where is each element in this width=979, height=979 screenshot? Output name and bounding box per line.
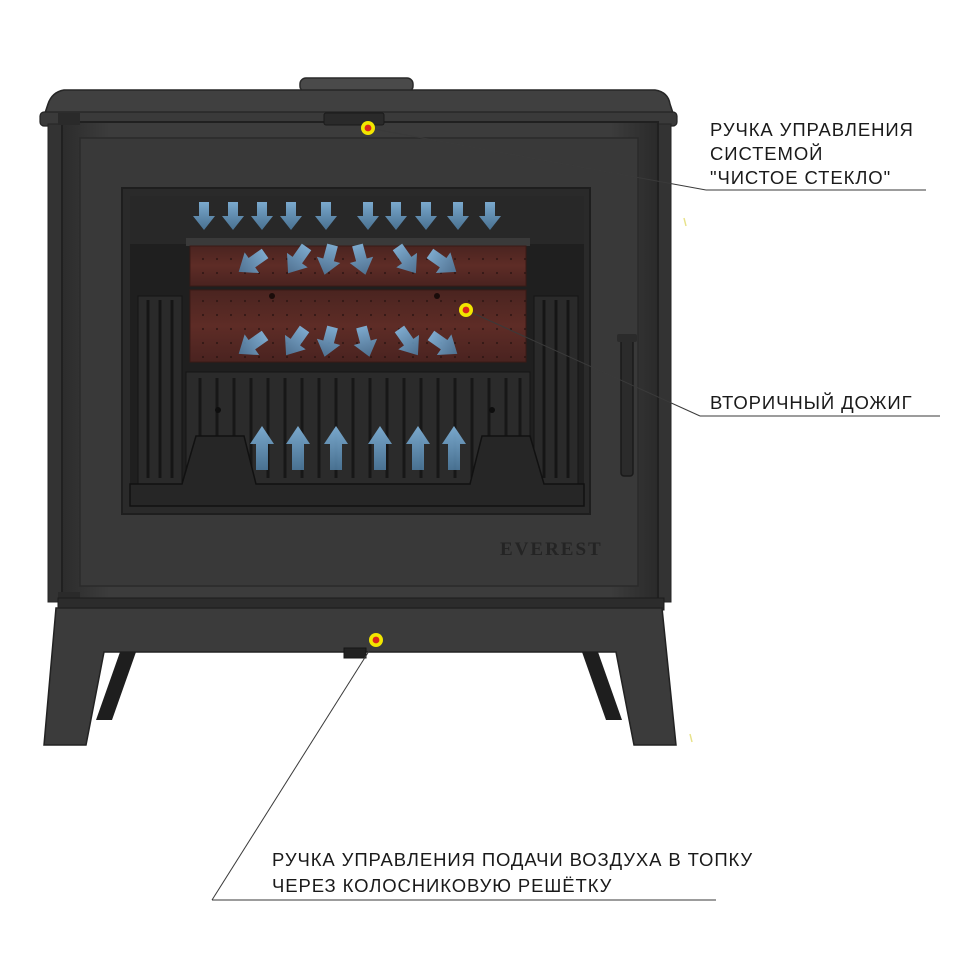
stove-base-skirt bbox=[43, 607, 677, 746]
callout-air-supply: РУЧКА УПРАВЛЕНИЯ ПОДАЧИ ВОЗДУХА В ТОПКУ … bbox=[272, 849, 753, 896]
firebox-window bbox=[121, 187, 591, 515]
callout-secondary-burn: ВТОРИЧНЫЙ ДОЖИГ bbox=[710, 392, 913, 413]
callout-label-line: РУЧКА УПРАВЛЕНИЯ ПОДАЧИ ВОЗДУХА В ТОПКУ bbox=[272, 849, 753, 870]
clean-glass-handle[interactable] bbox=[323, 112, 385, 126]
callout-label-line: "ЧИСТОЕ СТЕКЛО" bbox=[710, 167, 891, 188]
callout-clean-glass: РУЧКА УПРАВЛЕНИЯ СИСТЕМОЙ "ЧИСТОЕ СТЕКЛО… bbox=[710, 119, 914, 188]
callout-label-line: РУЧКА УПРАВЛЕНИЯ bbox=[710, 119, 914, 140]
callout-label-line: ЧЕРЕЗ КОЛОСНИКОВУЮ РЕШЁТКУ bbox=[272, 875, 612, 896]
point-marker-icon bbox=[369, 633, 383, 647]
air-supply-handle[interactable] bbox=[343, 647, 367, 659]
callout-line-secondary-burn bbox=[465, 309, 701, 417]
callout-line-air-supply bbox=[211, 639, 377, 901]
point-marker-icon bbox=[459, 303, 473, 317]
callout-label-line: ВТОРИЧНЫЙ ДОЖИГ bbox=[710, 392, 913, 413]
stove-base bbox=[43, 597, 677, 746]
brand-logo: EVEREST bbox=[500, 539, 603, 560]
door-handle[interactable] bbox=[620, 337, 634, 477]
callout-label-line: СИСТЕМОЙ bbox=[710, 143, 823, 164]
point-marker-icon bbox=[361, 121, 375, 135]
callout-line-clean-glass bbox=[367, 127, 707, 191]
grate-shelf bbox=[129, 435, 585, 507]
